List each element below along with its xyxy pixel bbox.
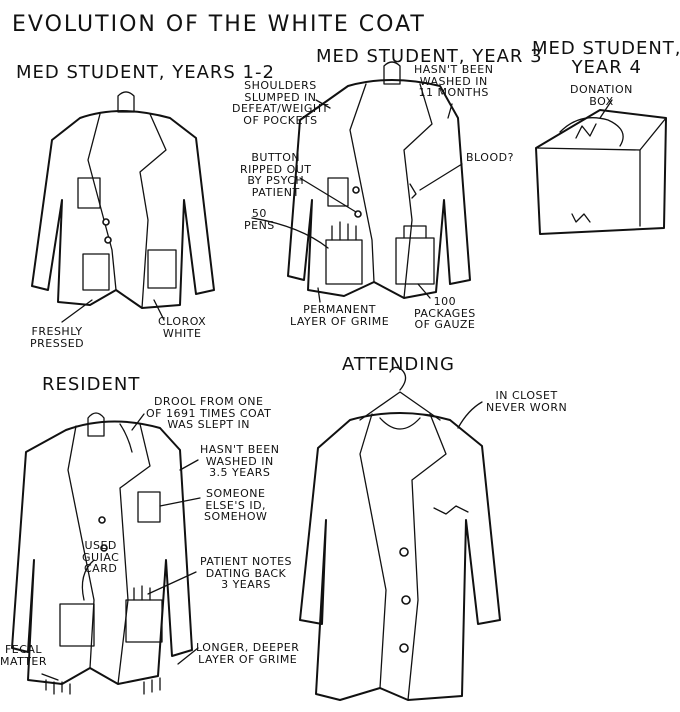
label-patient-notes: PATIENT NOTES DATING BACK 3 YEARS	[200, 555, 292, 592]
donation-box	[535, 99, 667, 235]
label-in-closet-never-worn: IN CLOSET NEVER WORN	[486, 389, 568, 414]
label-clorox-white: CLOROX WHITE	[158, 315, 207, 340]
label-someone-elses-id: SOMEONE ELSE'S ID, SOMEHOW	[204, 487, 268, 524]
label-used-guiac-card: USED GUIAC CARD	[82, 539, 120, 576]
label-button-ripped: BUTTON RIPPED OUT BY PSYCH PATIENT	[240, 151, 312, 199]
label-donation-box: DONATION BOX	[570, 83, 633, 108]
label-not-washed-3-5-years: HASN'T BEEN WASHED IN 3.5 YEARS	[200, 443, 280, 480]
heading-attending: ATTENDING	[342, 354, 456, 375]
coat-attending	[299, 366, 501, 701]
label-fecal-matter: FECAL MATTER	[0, 643, 47, 668]
heading-year-3: MED STUDENT, YEAR 3	[316, 46, 543, 67]
label-drool: DROOL FROM ONE OF 1691 TIMES COAT WAS SL…	[146, 395, 272, 432]
label-blood: BLOOD?	[466, 151, 514, 164]
label-not-washed-11-months: HASN'T BEEN WASHED IN 11 MONTHS	[414, 63, 494, 100]
comic-title: EVOLUTION OF THE WHITE COAT	[12, 12, 426, 37]
label-100-gauze: 100 PACKAGES OF GAUZE	[414, 295, 476, 332]
label-permanent-grime: PERMANENT LAYER OF GRIME	[290, 303, 390, 328]
coat-years-1-2	[31, 91, 215, 323]
label-shoulders-slumped: SHOULDERS SLUMPED IN DEFEAT/WEIGHT OF PO…	[232, 79, 329, 127]
label-longer-deeper-grime: LONGER, DEEPER LAYER OF GRIME	[196, 641, 300, 666]
label-freshly-pressed: FRESHLY PRESSED	[30, 325, 85, 350]
coat-resident	[11, 412, 201, 695]
label-50-pens: 50 PENS	[244, 207, 275, 232]
heading-years-1-2: MED STUDENT, YEARS 1-2	[16, 62, 275, 83]
coat-year-3	[251, 61, 471, 303]
heading-year-4: MED STUDENT, YEAR 4	[532, 38, 680, 78]
heading-resident: RESIDENT	[42, 374, 141, 395]
